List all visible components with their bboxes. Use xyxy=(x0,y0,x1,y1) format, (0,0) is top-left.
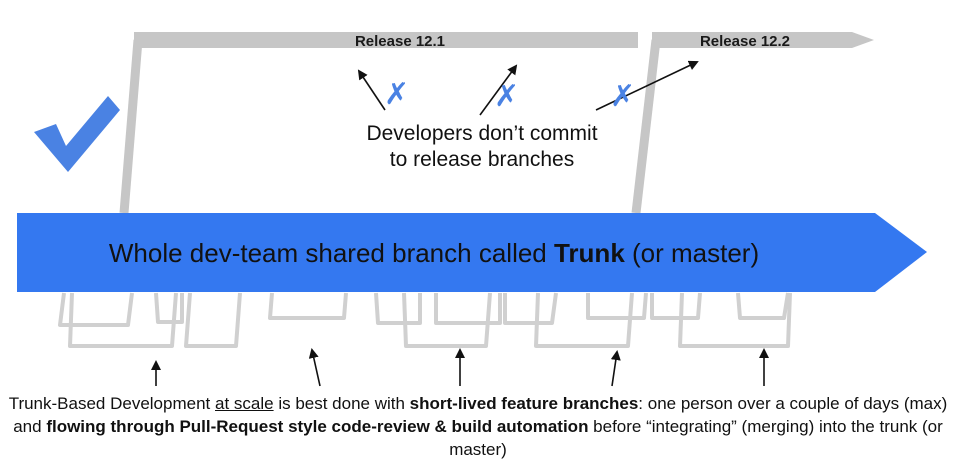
feature-branch xyxy=(736,292,790,320)
caption: Trunk-Based Development at scale is best… xyxy=(0,392,956,461)
feature-branch xyxy=(154,292,184,324)
checkmark-icon xyxy=(34,96,120,172)
x-mark-icon: ✗ xyxy=(384,77,409,112)
caption-part-4: before “integrating” (merging) into the … xyxy=(449,417,943,459)
release-branch-12-2-stem xyxy=(631,39,661,214)
caption-part-2: is best done with xyxy=(273,394,410,413)
trunk-label-suffix: (or master) xyxy=(625,238,759,268)
feature-branch xyxy=(586,292,648,320)
feature-branch xyxy=(68,292,178,348)
trunk-arrow xyxy=(17,213,927,292)
caption-bold-2: flowing through Pull-Request style code-… xyxy=(46,417,589,436)
release-12-2-label: Release 12.2 xyxy=(700,33,790,50)
merge-arrow xyxy=(308,348,321,387)
feature-branch xyxy=(503,292,558,325)
release-branch-12-1-bar xyxy=(134,32,638,48)
x-mark-icon: ✗ xyxy=(610,79,635,114)
feature-branches xyxy=(58,292,792,348)
release-branch-12-2: Release 12.2 xyxy=(631,32,874,214)
merge-arrows xyxy=(151,348,769,387)
release-note-line-2: to release branches xyxy=(390,148,574,171)
feature-branch xyxy=(402,292,492,348)
feature-branch xyxy=(58,292,134,327)
release-branch-12-1-stem xyxy=(119,39,143,214)
feature-branch xyxy=(678,292,792,348)
feature-branch xyxy=(268,292,348,320)
release-12-1-label: Release 12.1 xyxy=(355,33,445,50)
blocked-commit-arrow-3 xyxy=(595,60,699,111)
feature-branch xyxy=(434,293,502,325)
caption-bold-1: short-lived feature branches xyxy=(409,394,639,413)
trunk-label-bold: Trunk xyxy=(554,238,625,268)
feature-branch xyxy=(374,292,422,325)
caption-part-3: : one person over a couple of days (max)… xyxy=(13,394,948,436)
trunk-label: Whole dev-team shared branch called Trun… xyxy=(109,238,759,268)
merge-arrow xyxy=(610,350,621,387)
blocked-commit-arrow-2 xyxy=(479,64,518,116)
blocked-commits: ✗ ✗ ✗ xyxy=(357,60,699,116)
release-branch-12-1: Release 12.1 xyxy=(119,32,638,214)
feature-branch xyxy=(184,292,242,348)
release-note-line-1: Developers don’t commit xyxy=(366,122,597,145)
release-branch-12-2-arrow xyxy=(652,32,874,48)
feature-branch xyxy=(650,292,702,320)
caption-part-1: Trunk-Based Development xyxy=(8,394,215,413)
blocked-commit-arrow-1 xyxy=(357,69,386,111)
caption-underlined: at scale xyxy=(215,394,274,413)
trunk-label-prefix: Whole dev-team shared branch called xyxy=(109,238,554,268)
x-mark-icon: ✗ xyxy=(494,79,519,114)
